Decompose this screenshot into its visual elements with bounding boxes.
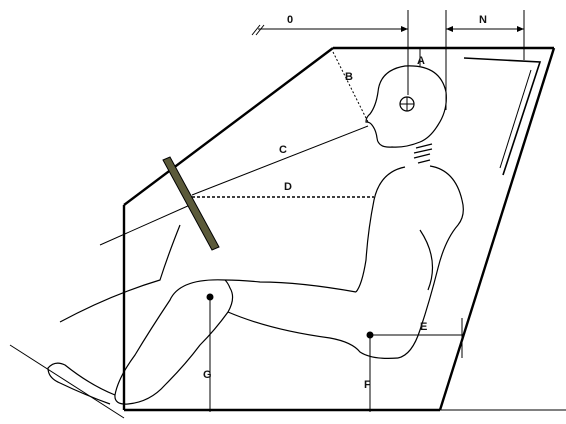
label-a: A — [417, 55, 425, 67]
arrow-head-n-left — [446, 26, 453, 32]
label-c: C — [279, 144, 287, 156]
lower-leg — [114, 279, 234, 405]
label-g: G — [203, 369, 212, 381]
rear-window-outline — [463, 57, 542, 176]
label-e: E — [420, 321, 427, 333]
rear-window — [463, 57, 542, 176]
break-mark-2 — [255, 24, 265, 36]
dashboard-line — [99, 204, 191, 246]
head — [365, 65, 447, 164]
head-outline — [365, 65, 447, 148]
torso-back — [397, 165, 464, 359]
torso-front — [355, 166, 406, 293]
label-0: 0 — [287, 14, 293, 26]
label-b: B — [345, 71, 353, 83]
thigh-upper — [224, 279, 357, 293]
arrow-head-0 — [401, 26, 408, 32]
rear-line — [438, 47, 556, 411]
body-outline — [47, 165, 464, 405]
thigh-lower — [227, 311, 399, 359]
steering-wheel-bar — [162, 156, 220, 251]
dashboard — [9, 204, 566, 419]
label-n: N — [479, 14, 487, 26]
measure-c-line — [191, 125, 369, 196]
steering-column — [162, 156, 220, 251]
windshield-line — [123, 47, 334, 206]
label-f: F — [364, 379, 371, 391]
measurement-lines — [191, 48, 463, 412]
neck-line-3 — [413, 153, 431, 159]
vehicle-frame — [122, 46, 556, 412]
rear-window-inner — [499, 69, 532, 169]
labels: 0 N A B C D E F G — [203, 14, 487, 391]
foot — [47, 362, 116, 405]
neck-line-1 — [415, 143, 433, 149]
arm-line — [419, 229, 434, 291]
arrow-head-n-right — [517, 26, 524, 32]
neck-line-4 — [417, 159, 431, 164]
neck-line-2 — [413, 148, 433, 154]
floor-front-line — [9, 344, 125, 419]
measure-b-line — [332, 51, 369, 123]
lower-dash-outline — [59, 224, 181, 323]
label-d: D — [284, 181, 292, 193]
break-mark — [251, 24, 261, 36]
